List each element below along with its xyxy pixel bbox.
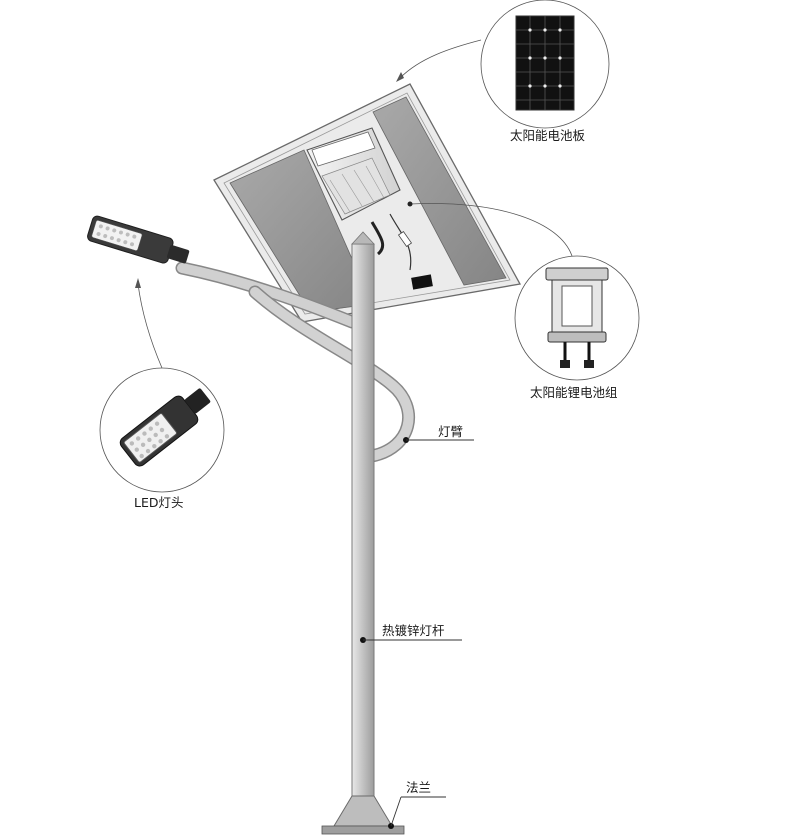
pole-shaft [351, 243, 375, 807]
lamp-arm-leader: 灯臂 [403, 424, 474, 443]
flange-leader: 法兰 [388, 780, 446, 829]
pole-base-plate [321, 825, 405, 835]
led-lamp-head-icon [119, 388, 211, 467]
solar-panel-callout: 太阳能电池板 [396, 0, 610, 143]
solar-panel-inner-edge [223, 92, 511, 315]
lamp-arm [175, 261, 415, 463]
battery-pack-icon [545, 267, 609, 368]
pole [321, 231, 405, 835]
solar-cell-strip-right [372, 96, 507, 286]
led-head-callout: LED灯头 [99, 278, 225, 510]
label-pole: 热镀锌灯杆 [382, 623, 445, 638]
label-solar-panel: 太阳能电池板 [510, 128, 586, 143]
pole-flange-base [333, 795, 393, 827]
label-battery: 太阳能锂电池组 [530, 385, 618, 400]
pole-leader: 热镀锌灯杆 [360, 623, 462, 643]
label-lamp-arm: 灯臂 [438, 424, 463, 439]
led-head [87, 215, 190, 264]
battery-callout: 太阳能锂电池组 [407, 201, 640, 400]
battery-pack-mounted [306, 127, 433, 290]
label-led-head: LED灯头 [134, 495, 184, 510]
solar-panel-icon [515, 15, 575, 111]
label-flange: 法兰 [406, 780, 431, 795]
